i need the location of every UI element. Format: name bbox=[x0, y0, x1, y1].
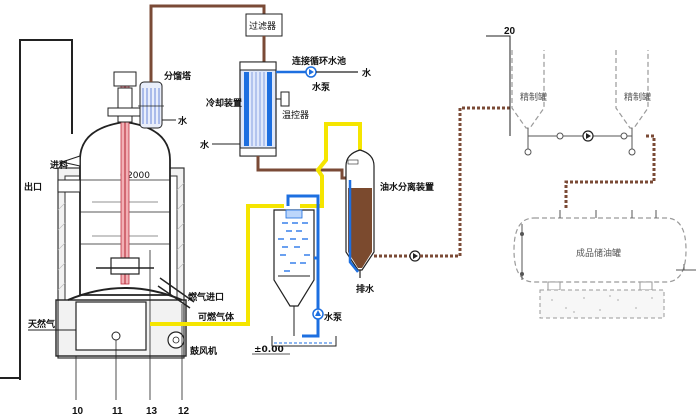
feed-label: 进料 bbox=[50, 159, 68, 171]
product-tank bbox=[513, 217, 687, 283]
water-loop-blue bbox=[302, 256, 320, 338]
water-right-label: 水 bbox=[362, 67, 372, 79]
pump-top-label: 水泵 bbox=[312, 81, 331, 93]
circ-pool-label: 连接循环水池 bbox=[292, 55, 346, 67]
label-12: 12 bbox=[178, 406, 190, 417]
oil-water-separator: 排水 油水分离装置 bbox=[345, 149, 434, 295]
temp-controller bbox=[280, 91, 290, 107]
firebox bbox=[75, 301, 147, 351]
oil-pipe-to-refine bbox=[420, 106, 512, 258]
cooler: 冷却装置 水 bbox=[200, 61, 277, 157]
fractionating-column: 分馏塔 水 bbox=[138, 70, 192, 129]
oil-water-sep-label: 油水分离装置 bbox=[380, 181, 434, 193]
refining-section: 20 精制罐 精制罐 成品储油罐 bbox=[486, 26, 696, 319]
tank-foundation bbox=[539, 289, 665, 319]
ground-level-label: ±0.00 bbox=[254, 345, 284, 355]
gas-line-yellow bbox=[150, 204, 284, 326]
scrubber-tank bbox=[273, 209, 315, 336]
label-11: 11 bbox=[112, 406, 123, 417]
cooler-label: 冷却装置 bbox=[206, 97, 242, 109]
label-13: 13 bbox=[146, 406, 158, 417]
water-cooler-label: 水 bbox=[200, 139, 210, 151]
natural-gas-label: 天然气 bbox=[28, 318, 55, 330]
drain-label: 排水 bbox=[356, 283, 375, 295]
blower-label: 鼓风机 bbox=[190, 345, 217, 357]
temp-ctrl-label: 温控器 bbox=[282, 109, 309, 121]
gas-inlet-label: 燃气进口 bbox=[188, 291, 224, 303]
filter-label: 过滤器 bbox=[249, 20, 276, 32]
combustible-gas-label: 可燃气体 bbox=[198, 311, 235, 323]
label-10: 10 bbox=[72, 406, 84, 417]
pump-bottom-label: 水泵 bbox=[324, 311, 343, 323]
refine-tank-1-label: 精制罐 bbox=[520, 91, 547, 103]
reactor-diameter-label: Φ2000 bbox=[120, 171, 150, 181]
vapor-pipe bbox=[149, 4, 266, 82]
reactor-assembly: Φ2000 进料 出口 燃气进口 天然气 bbox=[0, 39, 224, 417]
column-label: 分馏塔 bbox=[164, 70, 192, 82]
stirrer-motor bbox=[113, 71, 137, 87]
label-20: 20 bbox=[504, 26, 516, 37]
refine-tank-2-label: 精制罐 bbox=[624, 91, 651, 103]
water-column-label: 水 bbox=[178, 115, 188, 127]
product-tank-label: 成品储油罐 bbox=[576, 247, 621, 259]
outlet-label: 出口 bbox=[24, 181, 42, 193]
